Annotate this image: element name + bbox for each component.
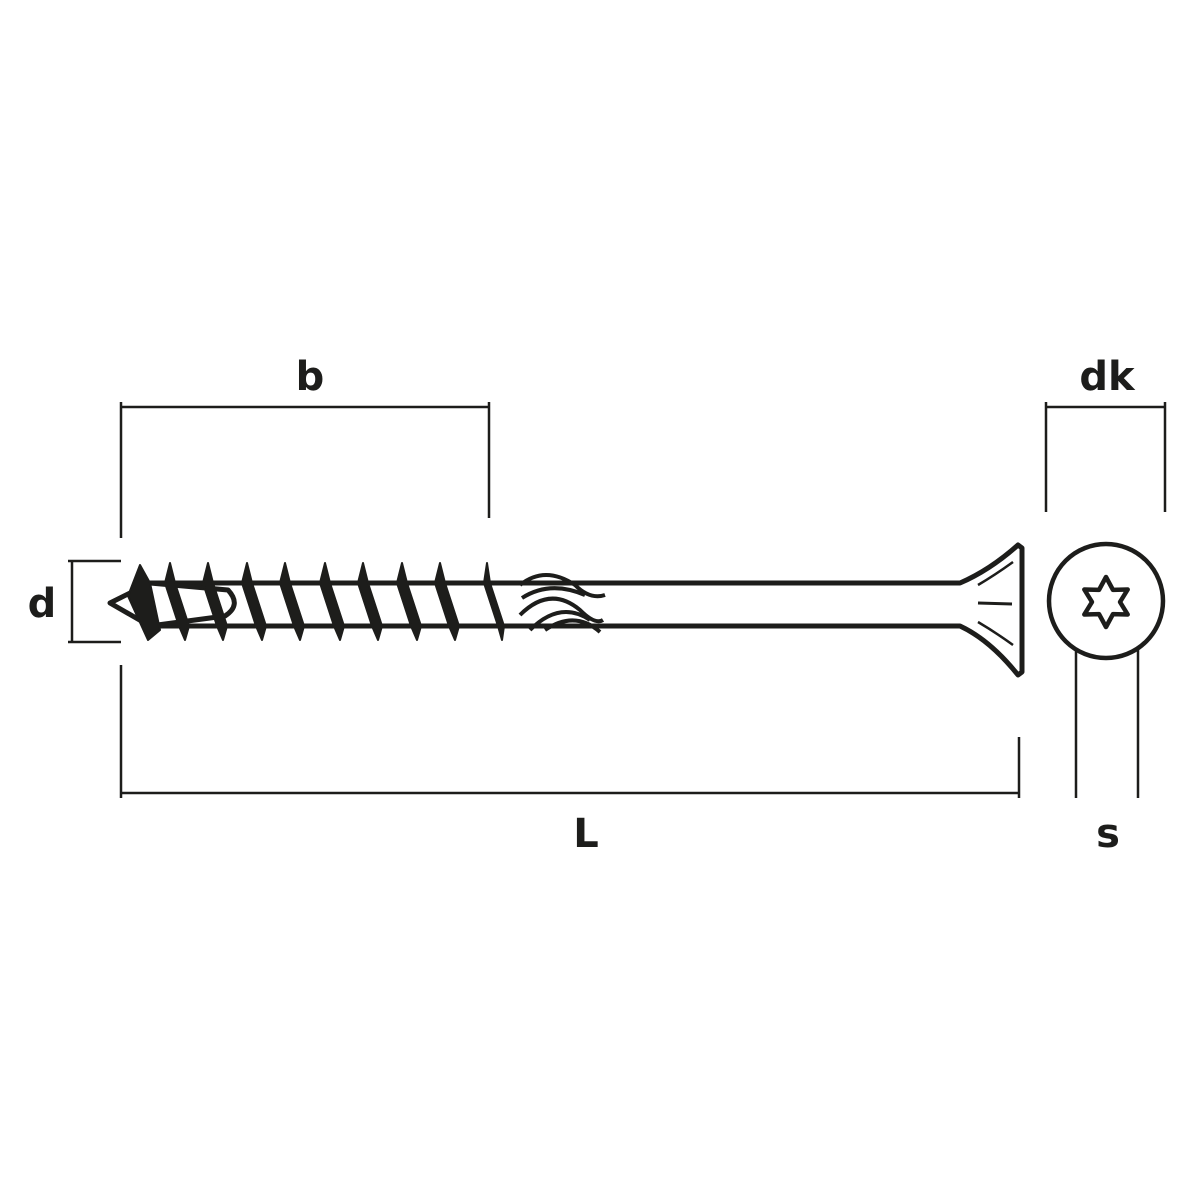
- thread-crest: [202, 562, 228, 641]
- thread-crest: [164, 562, 190, 641]
- label-s: s: [1096, 811, 1120, 857]
- thread-crest: [241, 562, 267, 641]
- dimension-d: d: [28, 559, 121, 644]
- screw-head-top-view: [1046, 541, 1166, 661]
- label-L: L: [573, 811, 599, 857]
- milling-ribs: [518, 573, 606, 634]
- head-circle: [1046, 541, 1166, 661]
- dimension-L: L: [119, 665, 1021, 857]
- torx-drive-icon: [1082, 574, 1130, 630]
- threads: [164, 562, 505, 641]
- label-dk: dk: [1079, 354, 1136, 400]
- dimension-dk: dk: [1044, 354, 1167, 512]
- screw-side-view: [107, 542, 1025, 678]
- thread-crest: [396, 562, 422, 641]
- thread-crest: [434, 562, 460, 641]
- tip-thread: [127, 564, 161, 641]
- label-d: d: [28, 581, 57, 627]
- thread-crest: [357, 562, 383, 641]
- thread-crest: [279, 562, 305, 641]
- label-b: b: [296, 354, 325, 400]
- thread-crest: [483, 562, 505, 641]
- dimension-s: s: [1074, 644, 1140, 857]
- thread-crest: [319, 562, 345, 641]
- dimension-b: b: [119, 354, 491, 538]
